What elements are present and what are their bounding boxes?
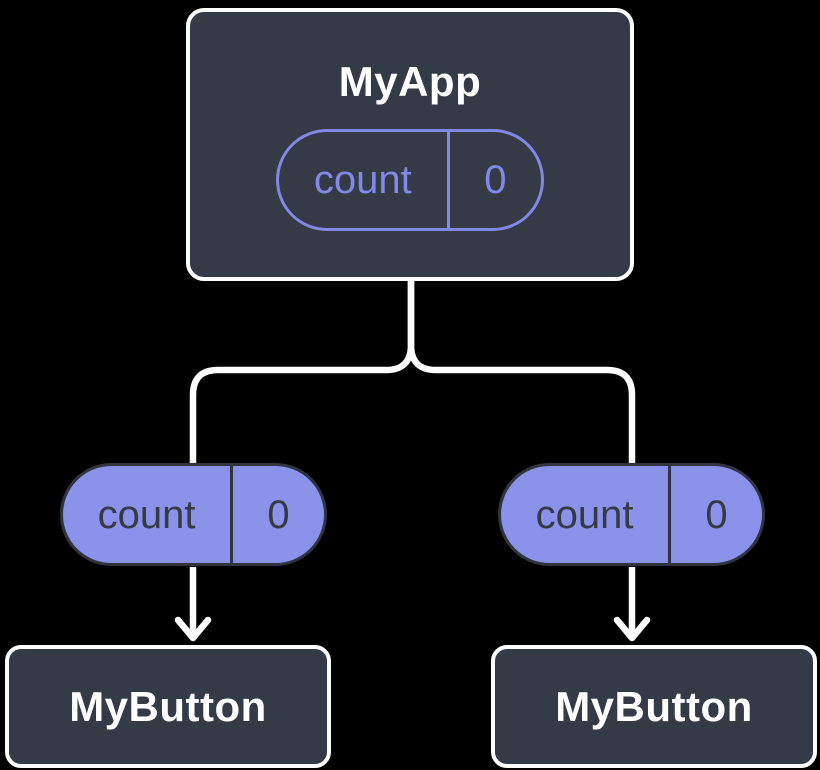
left-prop-pill-label: count	[97, 492, 196, 537]
myapp-node: MyApp count 0	[186, 8, 634, 281]
right-prop-pill-value-section: 0	[668, 466, 762, 563]
right-prop-pill-value: 0	[705, 492, 728, 537]
state-pill-value: 0	[484, 158, 507, 202]
left-prop-pill-value: 0	[267, 492, 290, 537]
left-prop-pill: count 0	[60, 463, 327, 566]
branch-line-right	[407, 277, 636, 464]
left-mybutton-node: MyButton	[5, 645, 331, 768]
state-pill-value-section: 0	[446, 132, 541, 228]
right-prop-pill-label-section: count	[501, 466, 668, 563]
branch-line-left	[189, 277, 415, 464]
right-prop-pill-label: count	[535, 492, 634, 537]
right-mybutton-node: MyButton	[491, 645, 817, 768]
arrowhead-left-icon	[174, 616, 212, 642]
state-pill-label: count	[313, 158, 412, 202]
state-pill-label-section: count	[279, 132, 447, 228]
left-prop-pill-label-section: count	[63, 466, 230, 563]
left-mybutton-node-title: MyButton	[69, 682, 267, 730]
myapp-node-title: MyApp	[338, 58, 482, 105]
left-prop-pill-value-section: 0	[230, 466, 324, 563]
right-prop-pill: count 0	[498, 463, 765, 566]
right-mybutton-node-title: MyButton	[555, 682, 753, 730]
myapp-state-pill: count 0	[276, 129, 544, 231]
connector-group	[174, 277, 651, 642]
arrowhead-right-icon	[613, 616, 651, 642]
